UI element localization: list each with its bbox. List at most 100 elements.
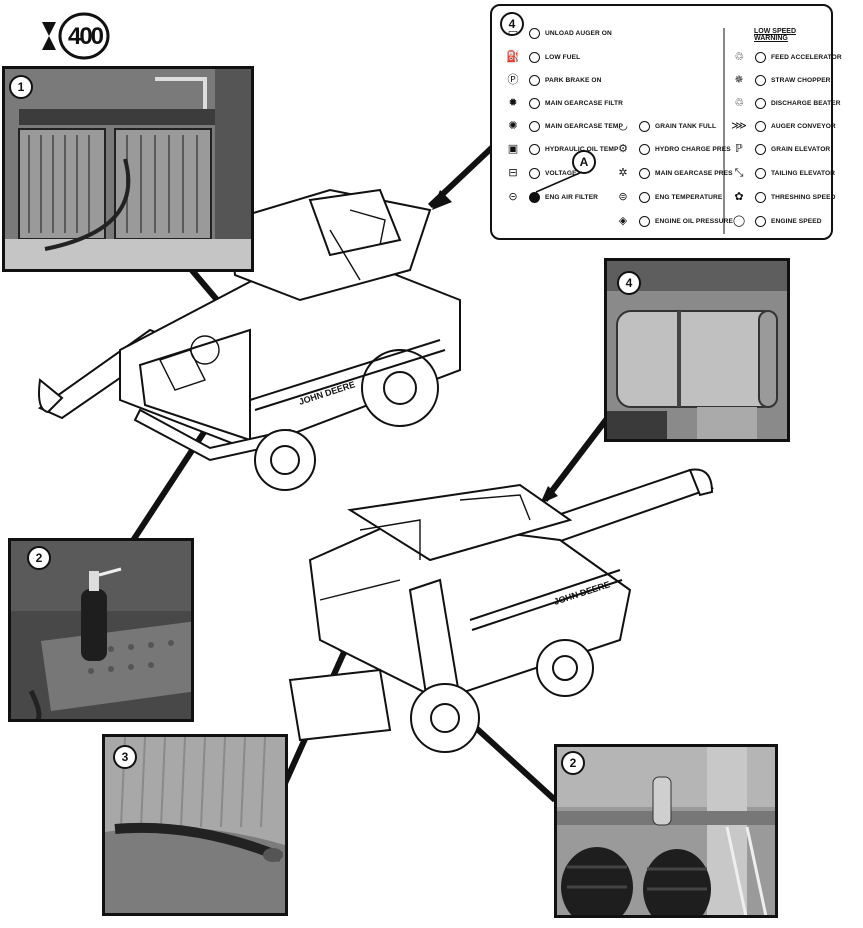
indicator-gearcase-temp: ✺ MAIN GEARCASE TEMP [502, 117, 623, 135]
callout-badge-4-legend: 4 [500, 12, 524, 36]
auger-conveyor-icon: ⋙ [731, 119, 747, 132]
indicator-lamp [529, 74, 540, 86]
air-filter-icon: ⊝ [508, 190, 518, 203]
seat-photo-panel: 3 [102, 734, 288, 916]
indicator-lamp [639, 120, 650, 132]
indicator-lamp [755, 143, 766, 155]
indicator-lamp [755, 74, 766, 86]
indicator-label: VOLTAGE [545, 169, 577, 177]
indicator-label: HYDRO CHARGE PRES [655, 145, 731, 153]
figure-badge: 400 [38, 12, 110, 60]
indicator-grain-elevator: ℙ GRAIN ELEVATOR [728, 140, 830, 158]
indicator-lamp [639, 143, 650, 155]
indicator-lamp [755, 191, 766, 203]
auger-icon: ▭ [507, 26, 519, 39]
indicator-park-brake: Ⓟ PARK BRAKE ON [502, 71, 602, 89]
indicator-lamp [639, 167, 650, 179]
indicator-lamp-lit [529, 191, 540, 203]
indicator-lamp [755, 215, 766, 227]
indicator-tailing-elevator: ⤡ TAILING ELEVATOR [728, 164, 835, 182]
indicator-lamp [529, 27, 540, 39]
indicator-lamp [639, 191, 650, 203]
discharge-beater-icon: ♲ [734, 96, 744, 109]
indicator-legend: 4 A ▭ UNLOAD AUGER ON ⛽ LOW FUEL Ⓟ PARK … [490, 4, 842, 240]
gearcase-pressure-icon: ✲ [618, 166, 628, 179]
indicator-label: MAIN GEARCASE PRES [655, 169, 733, 177]
grain-tank-icon: ◡ [618, 119, 628, 132]
indicator-lamp [529, 143, 540, 155]
indicator-label: TAILING ELEVATOR [771, 169, 836, 177]
gearcase-filter-icon: ✹ [508, 96, 518, 109]
indicator-label: GRAIN ELEVATOR [771, 145, 831, 153]
indicator-label: AUGER CONVEYOR [771, 122, 836, 130]
indicator-label: STRAW CHOPPER [771, 76, 831, 84]
extinguisher-photo-panel-left: 2 [8, 538, 194, 722]
indicator-lamp [529, 167, 540, 179]
indicator-oil-pressure: ◈ ENGINE OIL PRESSURE [612, 212, 733, 230]
indicator-gearcase-filter: ✹ MAIN GEARCASE FILTR [502, 94, 623, 112]
indicator-engine-speed: ◯ ENGINE SPEED [728, 212, 822, 230]
indicator-lamp [529, 51, 540, 63]
park-brake-icon: Ⓟ [507, 73, 519, 86]
indicator-auger-conveyor: ⋙ AUGER CONVEYOR [728, 117, 836, 135]
extinguisher-photo-left [11, 541, 191, 719]
combine-upper-detail [159, 209, 386, 391]
indicator-label: HYDRAULIC OIL TEMP [545, 145, 619, 153]
indicator-hydro-charge: ⚙ HYDRO CHARGE PRES [612, 140, 731, 158]
indicator-label: ENGINE SPEED [771, 217, 822, 225]
engine-speed-icon: ◯ [732, 214, 746, 227]
hydraulic-temp-icon: ▣ [507, 142, 519, 155]
indicator-label: MAIN GEARCASE TEMP [545, 122, 623, 130]
indicator-label: MAIN GEARCASE FILTR [545, 99, 623, 107]
extinguisher-photo-right [557, 747, 775, 915]
indicator-lamp [755, 120, 766, 132]
indicator-lamp [755, 167, 766, 179]
indicator-lamp [639, 215, 650, 227]
indicator-label: GRAIN TANK FULL [655, 122, 717, 130]
indicator-low-fuel: ⛽ LOW FUEL [502, 48, 580, 66]
indicator-feed-accelerator: ♲ FEED ACCELERATOR [728, 48, 842, 66]
indicator-lamp [755, 97, 766, 109]
battery-photo [5, 69, 251, 269]
callout-badge-1: 1 [9, 75, 33, 99]
indicator-label: PARK BRAKE ON [545, 76, 602, 84]
indicator-label: ENG TEMPERATURE [655, 193, 723, 201]
indicator-label: LOW FUEL [545, 53, 581, 61]
indicator-lamp [529, 120, 540, 132]
engine-temp-icon: ⊜ [618, 190, 628, 203]
hourglass-icon [42, 12, 110, 60]
indicator-label: DISCHARGE BEATER [771, 99, 841, 107]
straw-chopper-icon: ✵ [734, 73, 744, 86]
indicator-discharge-beater: ♲ DISCHARGE BEATER [728, 94, 841, 112]
indicator-unload-auger: ▭ UNLOAD AUGER ON [502, 24, 612, 42]
indicator-lamp [529, 97, 540, 109]
indicator-lamp [755, 51, 766, 63]
callout-badge-2-right: 2 [561, 751, 585, 775]
threshing-icon: ✿ [734, 190, 744, 203]
feed-accelerator-icon: ♲ [734, 50, 744, 63]
fuel-pump-icon: ⛽ [506, 50, 520, 63]
indicator-label: ENGINE OIL PRESSURE [655, 217, 733, 225]
tailing-elevator-icon: ⤡ [734, 166, 744, 179]
combine-lower-detail [319, 494, 531, 601]
indicator-label: THRESHING SPEED [771, 193, 836, 201]
indicator-threshing-speed: ✿ THRESHING SPEED [728, 188, 836, 206]
indicator-label: UNLOAD AUGER ON [545, 29, 612, 37]
seat-photo [105, 737, 285, 913]
indicator-label: FEED ACCELERATOR [771, 53, 842, 61]
indicator-label: ENG AIR FILTER [545, 193, 599, 201]
callout-badge-2-left: 2 [27, 546, 51, 570]
battery-photo-panel: 1 [2, 66, 254, 272]
air-filter-photo-panel: 4 [604, 258, 790, 442]
figure-code: 400 [67, 23, 104, 50]
gearcase-temp-icon: ✺ [508, 119, 518, 132]
callout-badge-4: 4 [617, 271, 641, 295]
callout-badge-3: 3 [113, 745, 137, 769]
oil-can-icon: ◈ [618, 214, 628, 227]
low-speed-warning-header: LOW SPEED WARNING [754, 28, 797, 42]
extinguisher-photo-panel-right: 2 [554, 744, 778, 918]
indicator-gearcase-pressure: ✲ MAIN GEARCASE PRES [612, 164, 733, 182]
indicator-grain-tank: ◡ GRAIN TANK FULL [612, 117, 716, 135]
hydro-charge-icon: ⚙ [618, 142, 628, 155]
